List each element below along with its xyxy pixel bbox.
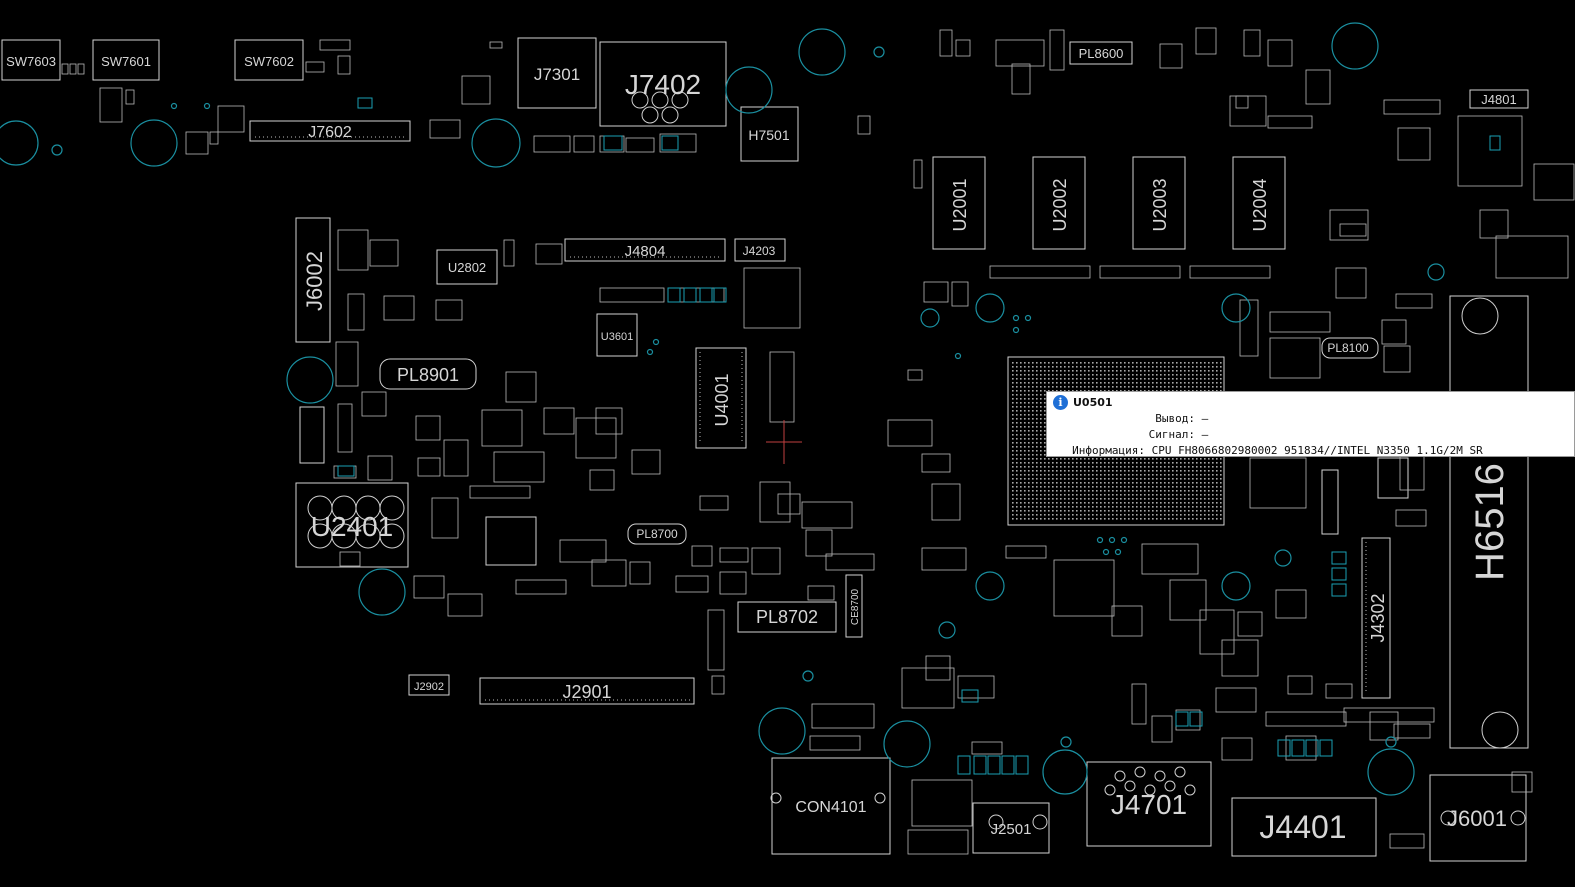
u2003-outline[interactable] xyxy=(1132,156,1186,250)
label-j2901: J2901 xyxy=(562,682,611,702)
sw7602-outline[interactable] xyxy=(234,39,304,81)
label-u3601: U3601 xyxy=(601,331,633,343)
tooltip-value: — xyxy=(1201,412,1209,425)
label-h6516: H6516 xyxy=(1468,463,1512,581)
u2002-outline[interactable] xyxy=(1032,156,1086,250)
label-u2002: U2002 xyxy=(1050,178,1070,231)
tooltip-label: Сигнал: xyxy=(1148,428,1195,441)
mounting-holes xyxy=(0,22,1445,796)
j4801-outline[interactable] xyxy=(1469,89,1529,109)
label-pl8700: PL8700 xyxy=(636,527,678,541)
jdebug-outline[interactable] xyxy=(299,406,325,464)
tooltip-label: Информация: xyxy=(1072,444,1145,457)
label-con4101: CON4101 xyxy=(795,799,866,816)
pl8100-outline[interactable] xyxy=(1321,337,1379,359)
label-sw7602: SW7602 xyxy=(244,54,294,69)
label-j7602: J7602 xyxy=(308,124,352,141)
j4302-outline[interactable] xyxy=(1361,537,1391,699)
label-u2401: U2401 xyxy=(311,511,394,542)
label-u2003: U2003 xyxy=(1150,178,1170,231)
j4804-outline[interactable] xyxy=(564,238,726,262)
label-j7402: J7402 xyxy=(625,69,701,100)
label-j4801: J4801 xyxy=(1481,92,1516,107)
label-j4804: J4804 xyxy=(625,243,666,260)
label-pl8702: PL8702 xyxy=(756,607,818,627)
label-pl8100: PL8100 xyxy=(1327,341,1369,355)
j2901-outline[interactable] xyxy=(479,677,695,705)
j7602-outline[interactable] xyxy=(249,120,411,142)
j4203-outline[interactable] xyxy=(734,238,786,262)
label-j4701: J4701 xyxy=(1111,789,1187,820)
j7301-outline[interactable] xyxy=(517,37,597,109)
label-j6001: J6001 xyxy=(1447,806,1507,831)
u4001-outline[interactable] xyxy=(695,347,747,449)
u2001-outline[interactable] xyxy=(932,156,986,250)
sw7601-outline[interactable] xyxy=(92,39,160,81)
pl8702-outline[interactable] xyxy=(737,601,837,633)
ce8000-outline[interactable] xyxy=(1321,469,1339,535)
j6001-outline[interactable] xyxy=(1429,774,1527,862)
ql-part-outline xyxy=(1377,457,1409,499)
label-j6002: J6002 xyxy=(302,251,327,311)
label-j4302: J4302 xyxy=(1368,593,1388,642)
label-ce8700: CE8700 xyxy=(850,588,861,625)
label-j2902: J2902 xyxy=(414,681,444,693)
label-pl8901: PL8901 xyxy=(397,365,459,385)
u3601-outline[interactable] xyxy=(596,313,638,357)
tooltip-value: CPU FH8066802980002 951834//INTEL N3350 … xyxy=(1151,444,1483,457)
component-info-tooltip: i U0501 Вывод: — Сигнал: — Информация: C… xyxy=(1046,391,1575,457)
j2902-outline[interactable] xyxy=(408,674,450,696)
label-u2004: U2004 xyxy=(1250,178,1270,231)
info-icon: i xyxy=(1053,395,1068,410)
j6002-outline[interactable] xyxy=(295,217,331,343)
tooltip-row-pin: Вывод: — xyxy=(1071,412,1208,425)
label-u2001: U2001 xyxy=(950,178,970,231)
label-u2802: U2802 xyxy=(448,260,486,275)
ce8700-outline[interactable] xyxy=(845,574,863,638)
j2501-outline[interactable] xyxy=(972,802,1050,854)
pl8901-outline[interactable] xyxy=(379,358,477,390)
u2401-outline[interactable] xyxy=(295,482,409,568)
j4401-outline[interactable] xyxy=(1231,797,1377,857)
label-j4203: J4203 xyxy=(743,244,776,258)
tooltip-value: — xyxy=(1201,428,1209,441)
label-j4401: J4401 xyxy=(1259,809,1346,845)
tooltip-row-info: Информация: CPU FH8066802980002 951834//… xyxy=(1071,444,1483,457)
con4101-outline[interactable] xyxy=(771,757,891,855)
sw7603-outline[interactable] xyxy=(1,39,61,81)
tooltip-row-signal: Сигнал: — xyxy=(1071,428,1209,441)
tooltip-label: Вывод: xyxy=(1155,412,1195,425)
u2004-outline[interactable] xyxy=(1232,156,1286,250)
tooltip-title: U0501 xyxy=(1073,396,1113,409)
label-j2501: J2501 xyxy=(991,821,1032,838)
label-sw7601: SW7601 xyxy=(101,54,151,69)
j4701-outline[interactable] xyxy=(1086,761,1212,847)
label-pl8600: PL8600 xyxy=(1079,46,1124,61)
label-h7501: H7501 xyxy=(748,127,789,143)
highlighted-pads xyxy=(337,97,1501,775)
h6516-outline[interactable] xyxy=(1449,295,1529,749)
label-sw7603: SW7603 xyxy=(6,54,56,69)
u3001-outline[interactable] xyxy=(485,516,537,566)
j7402-outline[interactable] xyxy=(599,41,727,127)
h7501-outline[interactable] xyxy=(740,106,799,162)
label-u4001: U4001 xyxy=(712,373,732,426)
label-j7301: J7301 xyxy=(534,65,580,84)
pl8700-outline[interactable] xyxy=(627,523,687,545)
u2802-outline[interactable] xyxy=(436,249,498,285)
pl8600-outline[interactable] xyxy=(1069,41,1133,65)
